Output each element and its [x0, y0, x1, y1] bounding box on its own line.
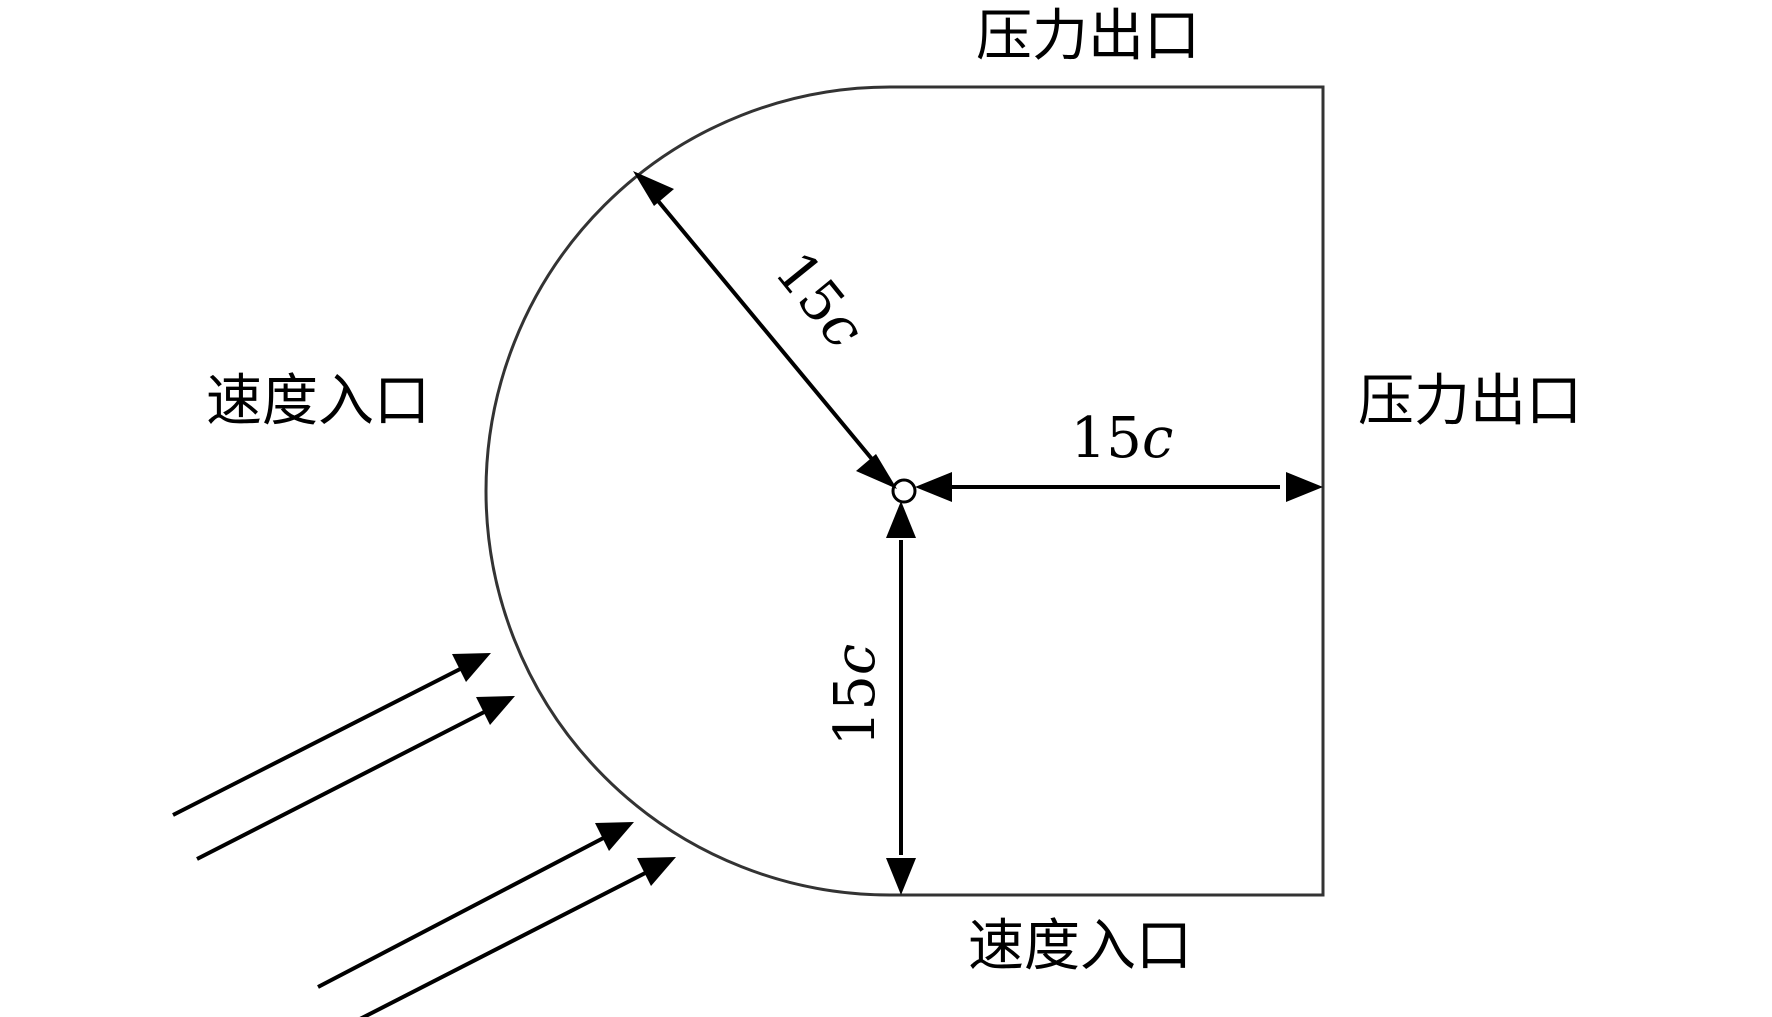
- inflow-arrow: [359, 857, 676, 1017]
- radius-dimension-arrow: [633, 171, 897, 489]
- radius-dimension-label: 15c: [762, 240, 877, 361]
- horizontal-dimension-arrow: [915, 472, 1323, 502]
- center-point: [891, 478, 917, 504]
- left-boundary-label: 速度入口: [206, 369, 430, 434]
- inflow-arrows: [172, 653, 676, 1017]
- inflow-arrow: [172, 653, 491, 817]
- bottom-boundary-label: 速度入口: [968, 914, 1192, 979]
- right-boundary-label: 压力出口: [1358, 369, 1582, 434]
- horizontal-dimension-label: 15c: [1071, 406, 1174, 471]
- top-boundary-label: 压力出口: [976, 4, 1200, 69]
- domain-boundary: [484, 85, 1325, 897]
- inflow-arrow: [317, 822, 634, 989]
- vertical-dimension-label: 15c: [823, 644, 888, 747]
- inflow-arrow: [196, 696, 515, 861]
- vertical-dimension-arrow: [886, 501, 916, 895]
